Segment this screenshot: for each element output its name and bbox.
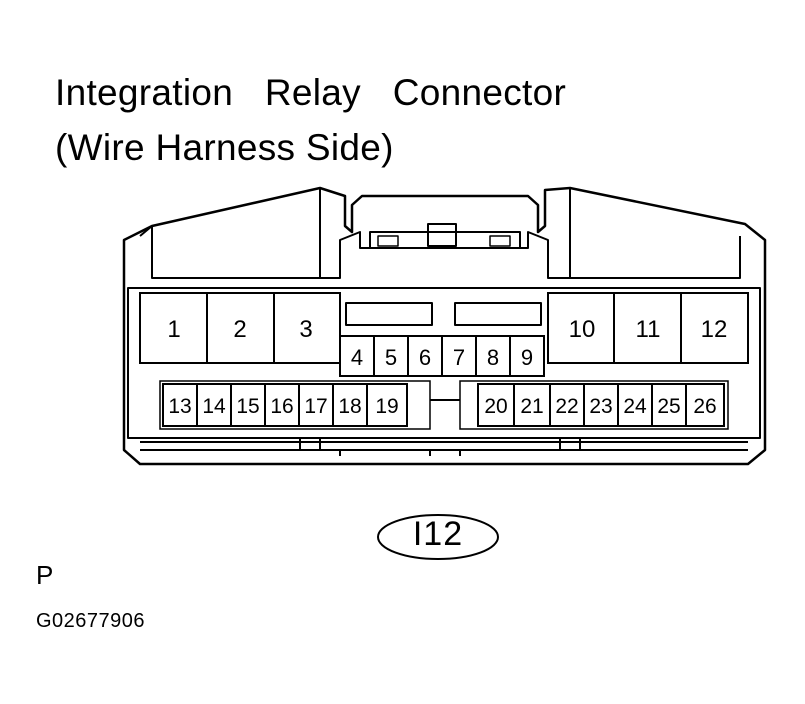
pin-label-19: 19 bbox=[375, 395, 398, 418]
connector-housing-outline bbox=[122, 186, 767, 466]
pin-label-21: 21 bbox=[520, 395, 543, 418]
pin-label-14: 14 bbox=[202, 395, 226, 418]
pin-label-7: 7 bbox=[453, 345, 465, 370]
pin-label-15: 15 bbox=[236, 395, 259, 418]
pin-label-16: 16 bbox=[270, 395, 293, 418]
pin-label-10: 10 bbox=[569, 316, 596, 343]
key-slot-left bbox=[345, 302, 433, 326]
connector-latch bbox=[369, 231, 521, 249]
figure-id: G02677906 bbox=[36, 610, 146, 632]
connector-code: I12 bbox=[412, 515, 464, 553]
pin-label-12: 12 bbox=[701, 316, 728, 343]
pin-label-9: 9 bbox=[521, 345, 533, 370]
pin-label-13: 13 bbox=[168, 395, 191, 418]
pin-label-5: 5 bbox=[385, 345, 397, 370]
pin-label-4: 4 bbox=[351, 345, 363, 370]
pin-cell-3 bbox=[273, 292, 341, 364]
pin-cell-12 bbox=[680, 292, 749, 364]
connector-body bbox=[127, 287, 761, 439]
pin-label-18: 18 bbox=[338, 395, 361, 418]
bottom-rail bbox=[140, 441, 748, 451]
pin-label-1: 1 bbox=[167, 316, 180, 343]
connector-code-oval bbox=[377, 514, 499, 560]
pin-cell-9 bbox=[509, 335, 545, 377]
diagram-title: Integration Relay Connector bbox=[55, 72, 567, 113]
pin-label-11: 11 bbox=[636, 316, 661, 343]
pin-cell-26 bbox=[685, 383, 725, 427]
pin-label-6: 6 bbox=[419, 345, 431, 370]
connector-inner-frame bbox=[139, 225, 741, 279]
pin-label-20: 20 bbox=[484, 395, 507, 418]
pin-cell-19 bbox=[366, 383, 408, 427]
key-slot-right bbox=[454, 302, 542, 326]
diagram-subtitle: (Wire Harness Side) bbox=[55, 127, 394, 168]
pin-label-3: 3 bbox=[299, 316, 312, 343]
pin-label-17: 17 bbox=[304, 395, 327, 418]
pin-label-26: 26 bbox=[693, 395, 716, 418]
pin-label-23: 23 bbox=[589, 395, 612, 418]
pin-label-24: 24 bbox=[623, 395, 647, 418]
side-letter: P bbox=[36, 560, 54, 590]
pin-label-22: 22 bbox=[555, 395, 578, 418]
pin-label-2: 2 bbox=[233, 316, 246, 343]
pin-label-8: 8 bbox=[487, 345, 499, 370]
pin-label-25: 25 bbox=[657, 395, 680, 418]
